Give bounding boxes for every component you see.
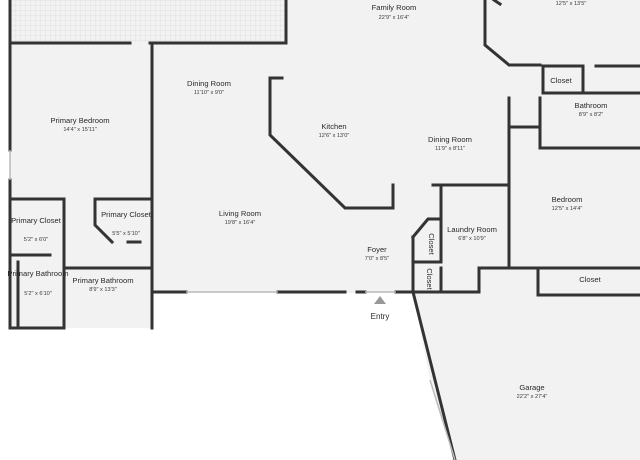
bedroom-dims: 12'5" x 14'4": [552, 206, 583, 212]
dining-room-left-name: Dining Room: [187, 79, 231, 88]
bedroom-name: Bedroom: [552, 195, 583, 204]
foyer-dims: 7'0" x 8'5": [365, 256, 389, 262]
laundry-room-dims: 6'8" x 10'9": [458, 236, 486, 242]
dining-room-right-name: Dining Room: [428, 135, 472, 144]
primary-closet-1-name: Primary Closet: [11, 216, 62, 225]
closet-vertical-2-label: Closet: [425, 268, 434, 290]
primary-closet-1-dims: 5'2" x 6'0": [24, 237, 48, 243]
primary-bathroom-2-name: Primary Bathroom: [72, 276, 133, 285]
floor-area: [10, 0, 640, 460]
garage-dims: 22'2" x 27'4": [517, 394, 548, 400]
primary-closet-2-dims: 5'5" x 5'10": [112, 231, 140, 237]
kitchen-dims: 12'6" x 13'0": [319, 133, 350, 139]
family-room-name: Family Room: [372, 3, 417, 12]
primary-bathroom-1-name: Primary Bathroom: [7, 269, 68, 278]
primary-bathroom-1-dims: 5'2" x 6'10": [24, 291, 52, 297]
living-room-name: Living Room: [219, 209, 261, 218]
garage-name: Garage: [519, 383, 544, 392]
entry-arrow-icon: [374, 296, 386, 304]
primary-bathroom-2-dims: 8'9" x 13'3": [89, 287, 117, 293]
closet-right-label: Closet: [579, 275, 601, 284]
bathroom-dims: 8'9" x 8'2": [579, 112, 603, 118]
kitchen-name: Kitchen: [321, 122, 346, 131]
bathroom-name: Bathroom: [575, 101, 608, 110]
living-room-dims: 19'8" x 16'4": [225, 220, 256, 226]
dining-room-right-dims: 11'9" x 8'11": [435, 146, 465, 152]
family-room-dims: 22'9" x 16'4": [379, 15, 410, 21]
closet-vertical-1-label: Closet: [427, 233, 436, 255]
dining-room-left-dims: 11'10" x 9'0": [194, 90, 224, 96]
closet-top-right-label: Closet: [550, 76, 572, 85]
primary-closet-2-name: Primary Closet: [101, 210, 152, 219]
walls: [8, 0, 640, 460]
windows: [9, 150, 456, 460]
top-right-room-dims: 12'5" x 13'5": [556, 1, 587, 7]
foyer-name: Foyer: [367, 245, 387, 254]
entry-label: Entry: [371, 312, 390, 321]
laundry-room-name: Laundry Room: [447, 225, 497, 234]
room-labels: Family Room 22'9" x 16'4" 12'5" x 13'5" …: [7, 1, 607, 400]
primary-bedroom-name: Primary Bedroom: [50, 116, 109, 125]
patio-grid: [10, 0, 286, 42]
primary-bedroom-dims: 14'4" x 15'11": [63, 127, 96, 133]
